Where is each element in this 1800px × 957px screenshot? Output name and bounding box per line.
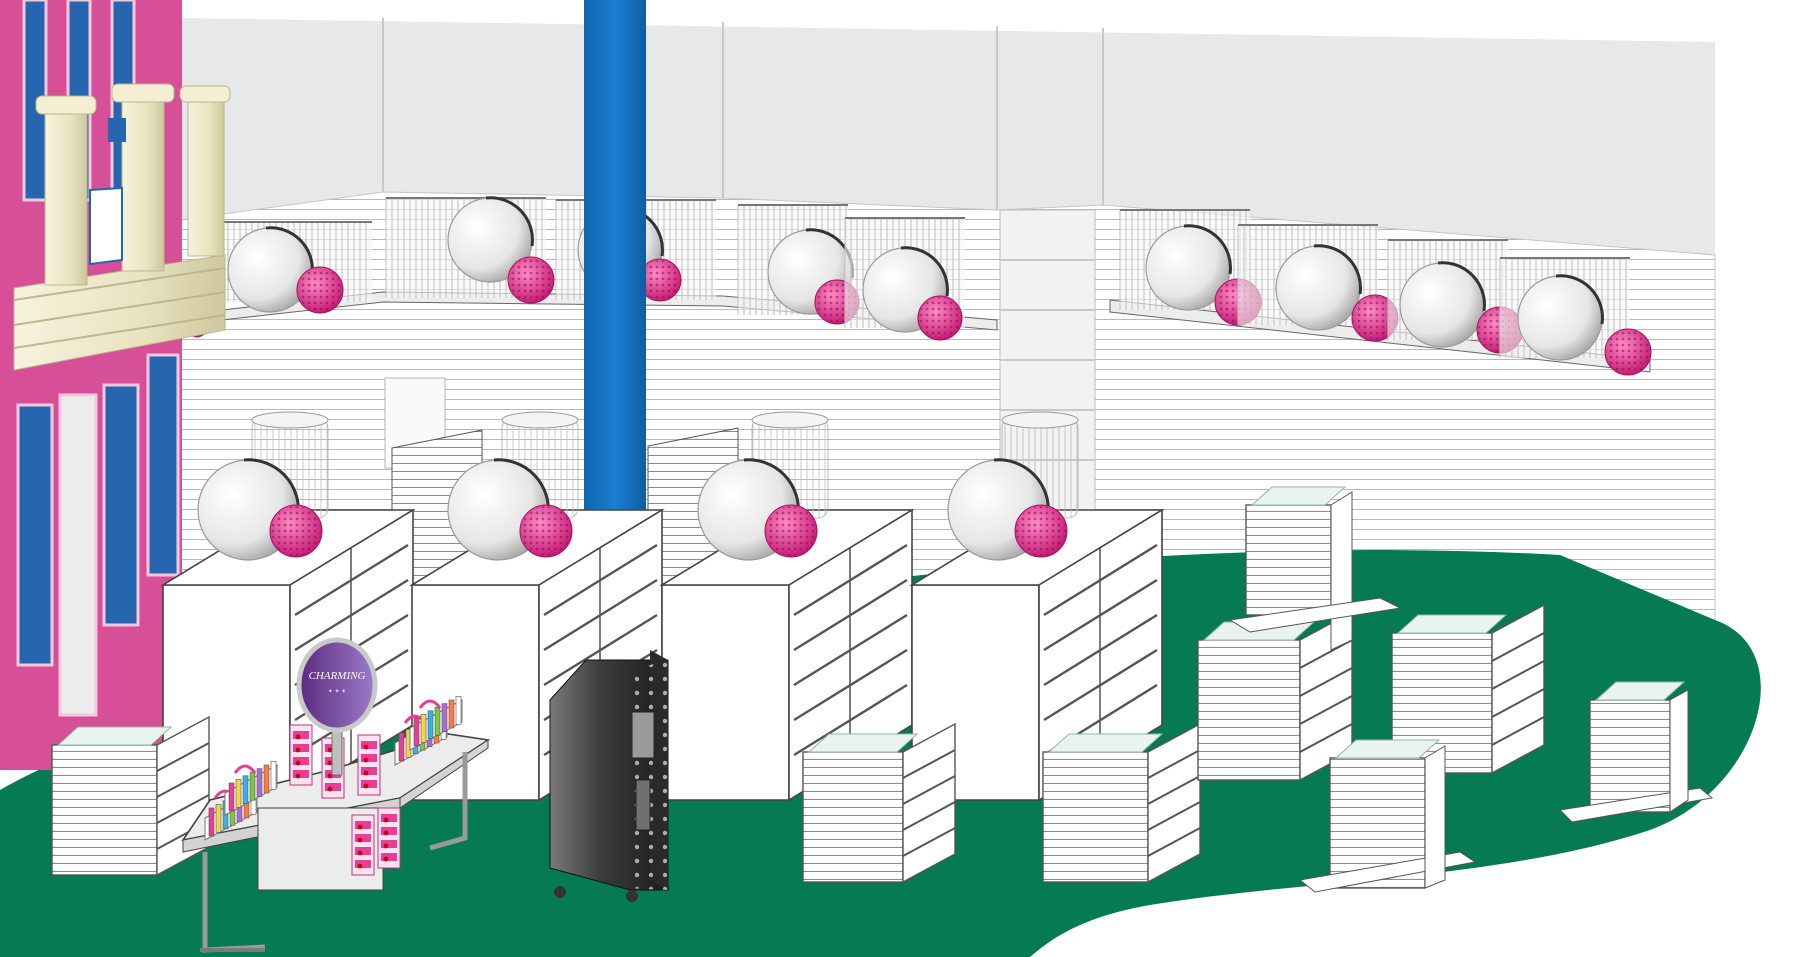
endcap-unit — [1042, 722, 1201, 884]
tall-fixture — [1245, 486, 1347, 616]
sign-text: CHARMING — [309, 670, 366, 682]
brand-sign: CHARMING ✦ ✦ ✦ — [296, 637, 378, 776]
endcap-unit-right — [1589, 681, 1686, 813]
fixture-side — [1424, 745, 1446, 889]
pink-pompom — [519, 504, 573, 558]
pink-pompom — [507, 256, 555, 304]
pink-pompom — [1604, 328, 1652, 376]
white-globe — [1145, 224, 1232, 311]
endcaps — [51, 486, 1714, 893]
fixture-side — [1669, 689, 1689, 813]
hanging-cards — [357, 734, 381, 796]
pink-pompom — [917, 295, 963, 341]
gondolas — [160, 411, 1165, 802]
hanging-cards — [289, 724, 313, 786]
card-rack — [224, 761, 278, 816]
pink-pompom — [764, 504, 818, 558]
pink-pompom — [1014, 504, 1068, 558]
white-globe — [227, 226, 314, 313]
card-rack — [409, 696, 463, 751]
white-globe — [1517, 274, 1604, 361]
hanging-cards — [351, 814, 375, 876]
white-globe — [447, 196, 534, 283]
pink-pompom — [1351, 294, 1399, 342]
endcap-unit — [802, 722, 956, 884]
storefront-facade — [0, 0, 231, 770]
pink-pompom — [638, 258, 682, 302]
pink-pompom — [269, 504, 323, 558]
kiosk — [549, 650, 669, 902]
tall-fixture-side — [1228, 491, 1402, 651]
white-globe — [1399, 261, 1486, 348]
table-merchandise — [204, 696, 463, 876]
endcap-unit — [1197, 610, 1353, 782]
blue-column — [584, 0, 646, 510]
svg-text:✦ ✦ ✦: ✦ ✦ ✦ — [328, 688, 346, 695]
white-globe — [1275, 244, 1362, 331]
pink-pompom — [296, 266, 344, 314]
hanging-cards — [377, 807, 401, 869]
